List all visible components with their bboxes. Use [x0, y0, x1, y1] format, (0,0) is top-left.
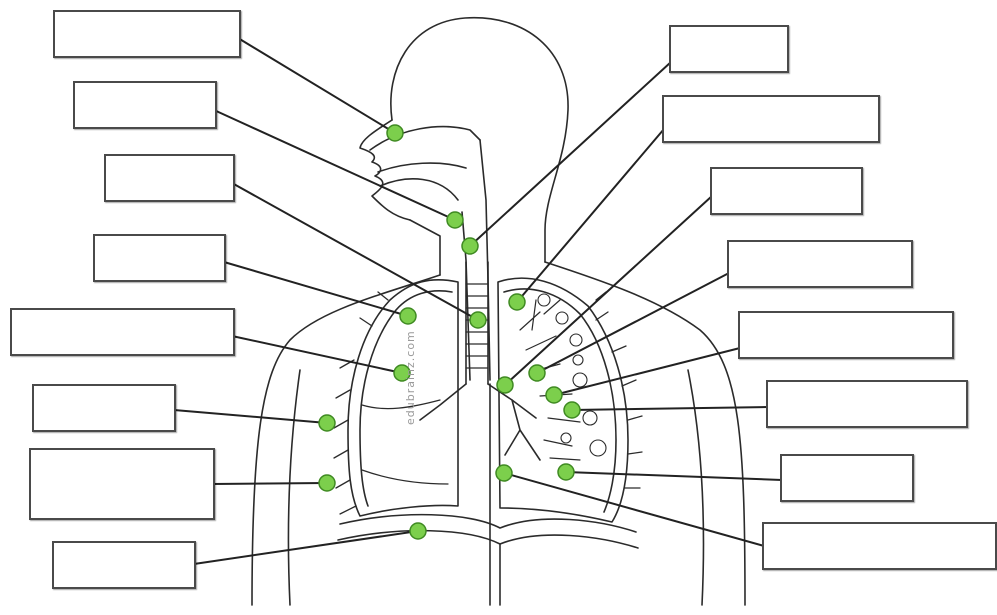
torso-right	[545, 262, 745, 605]
leader-trachea	[517, 129, 664, 302]
marker-diaphragm[interactable]	[410, 523, 426, 539]
marker-bronchiole[interactable]	[546, 387, 562, 403]
label-box-trachea[interactable]	[662, 95, 880, 143]
tongue-outline	[380, 179, 458, 200]
label-box-pleura[interactable]	[32, 384, 176, 432]
marker-trachea[interactable]	[509, 294, 525, 310]
palate	[378, 163, 466, 172]
label-box-epiglottis[interactable]	[104, 154, 235, 202]
marker-heart-notch[interactable]	[496, 465, 512, 481]
label-box-nasal-cavity[interactable]	[53, 10, 241, 58]
label-box-bronchus[interactable]	[710, 167, 863, 215]
label-box-left-lung[interactable]	[10, 308, 235, 356]
leader-bronchiole	[554, 348, 740, 395]
left-lung-fissure	[362, 400, 440, 409]
leader-larynx	[470, 62, 671, 246]
label-box-pharynx[interactable]	[73, 81, 217, 129]
leader-pleura	[174, 410, 327, 423]
arm-right	[688, 370, 703, 605]
markers	[319, 125, 580, 539]
left-lung-lower-curve	[362, 470, 448, 484]
label-box-lower-lobe[interactable]	[780, 454, 914, 502]
leader-diaphragm	[194, 531, 418, 564]
bronchi	[420, 384, 540, 460]
label-box-left-upper-lung[interactable]	[93, 234, 226, 282]
right-lung-outline	[498, 278, 628, 522]
leader-rib	[212, 483, 327, 484]
neck-front	[410, 220, 440, 275]
marker-rib[interactable]	[319, 475, 335, 491]
marker-nasal-cavity[interactable]	[387, 125, 403, 141]
marker-alveoli[interactable]	[564, 402, 580, 418]
label-box-bronchiole[interactable]	[738, 311, 954, 359]
marker-epiglottis[interactable]	[470, 312, 486, 328]
arm-left	[288, 370, 300, 605]
marker-right-lung[interactable]	[529, 365, 545, 381]
leader-lower-lobe	[566, 472, 782, 480]
marker-pleura[interactable]	[319, 415, 335, 431]
nasal-cavity	[370, 127, 480, 150]
label-box-larynx[interactable]	[669, 25, 789, 73]
marker-left-upper-lung[interactable]	[400, 308, 416, 324]
leader-pharynx	[214, 110, 455, 220]
leader-alveoli	[572, 407, 768, 410]
marker-larynx[interactable]	[462, 238, 478, 254]
marker-pharynx[interactable]	[447, 212, 463, 228]
label-box-heart-notch[interactable]	[762, 522, 997, 570]
label-box-alveoli[interactable]	[766, 380, 968, 428]
leader-left-upper-lung	[224, 262, 408, 316]
label-box-right-lung[interactable]	[727, 240, 913, 288]
torso-left	[252, 275, 440, 605]
leader-nasal-cavity	[238, 38, 395, 133]
watermark-text: edubrainz.com	[404, 330, 417, 425]
label-box-diaphragm[interactable]	[52, 541, 196, 589]
marker-lower-lobe[interactable]	[558, 464, 574, 480]
marker-bronchus[interactable]	[497, 377, 513, 393]
label-box-rib[interactable]	[29, 448, 215, 520]
diaphragm-lower	[338, 531, 638, 548]
